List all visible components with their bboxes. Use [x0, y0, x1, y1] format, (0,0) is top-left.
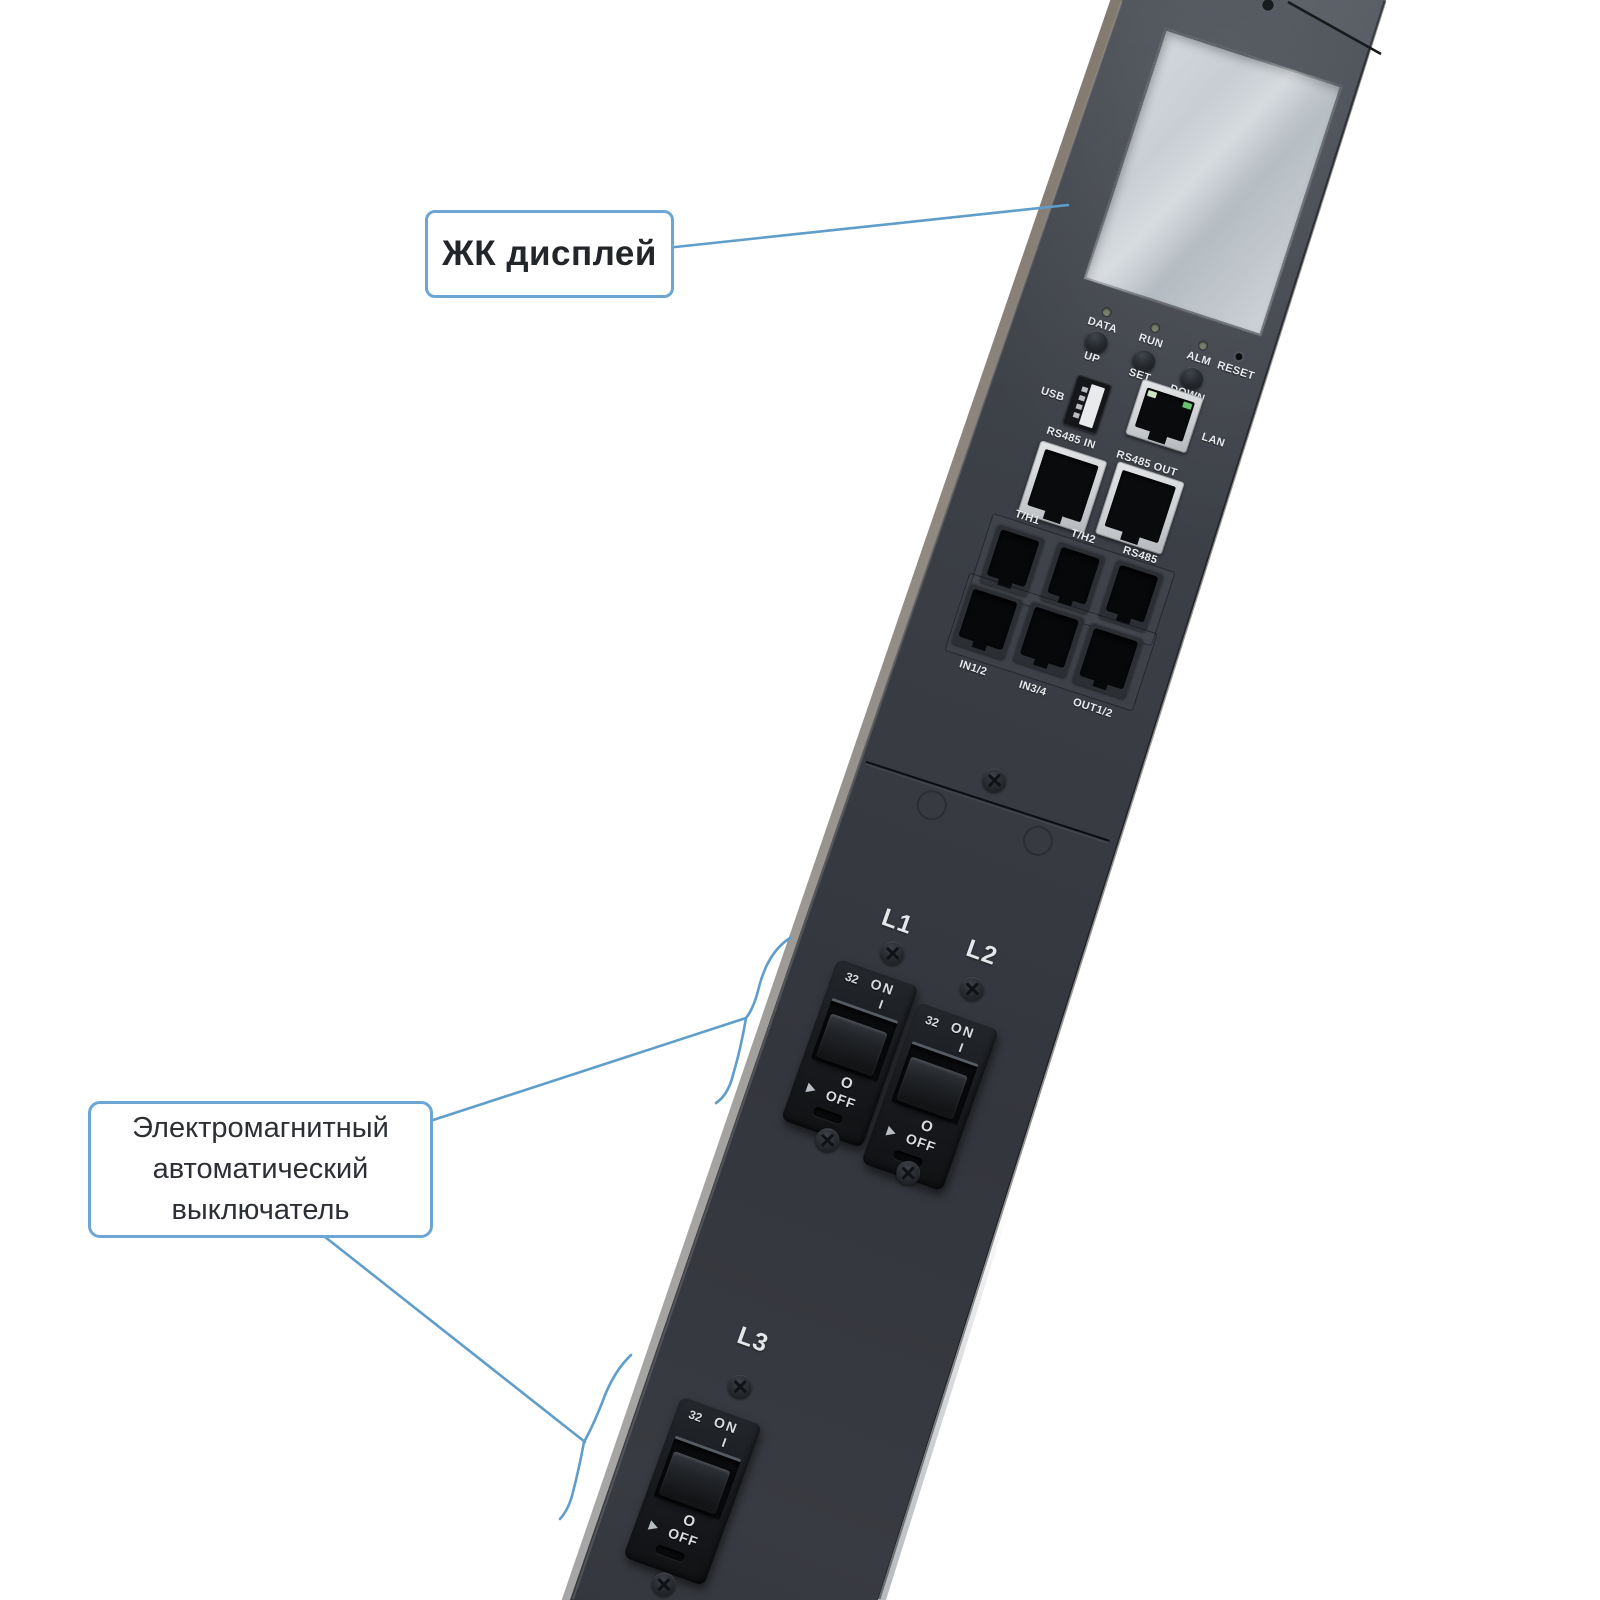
- breaker-slot: [653, 1435, 742, 1521]
- reset-label: RESET: [1215, 359, 1257, 383]
- callout-breaker-line3: выключатель: [171, 1194, 350, 1226]
- breaker-indicator-slot: [812, 1106, 844, 1125]
- chassis-dimple: [912, 786, 951, 825]
- breaker-lever: [895, 1056, 968, 1120]
- breaker-slot: [890, 1040, 979, 1126]
- chassis-dimple: [1019, 821, 1057, 860]
- leader-line-lcd: [664, 203, 1070, 250]
- callout-breaker-line1: Электромагнитный: [132, 1112, 389, 1144]
- off-pointer-icon: [885, 1125, 898, 1139]
- breaker-lever: [815, 1013, 888, 1077]
- off-pointer-icon: [647, 1520, 660, 1533]
- breaker-on-label: ON: [948, 1018, 978, 1042]
- breaker-on-symbol: I: [876, 996, 886, 1012]
- off-pointer-icon: [805, 1082, 818, 1096]
- callout-lcd-text: ЖК дисплей: [442, 234, 657, 273]
- breaker-off-label: OFF: [903, 1129, 939, 1156]
- breaker-on-label: ON: [868, 975, 898, 999]
- breaker-rating: 32: [686, 1407, 705, 1425]
- reset-hole: [1234, 352, 1244, 362]
- breaker-on-label: ON: [711, 1413, 741, 1437]
- lcd-screen: [1084, 28, 1343, 336]
- usb-port: [1062, 374, 1113, 435]
- breaker-lever: [658, 1450, 731, 1515]
- pdu-control-module: DATA RUN ALM RESET UP SET DOWN USB LAN: [848, 0, 1362, 896]
- data-led-icon: [1101, 307, 1112, 318]
- screw-icon: [957, 973, 988, 1005]
- run-led-icon: [1150, 322, 1161, 333]
- callout-breaker-line2: автоматический: [152, 1153, 369, 1185]
- circuit-breaker-l3: 32 ON I O OFF: [622, 1395, 763, 1587]
- breaker-slot: [810, 997, 899, 1083]
- breaker-off-label: OFF: [823, 1086, 859, 1113]
- breaker-rating: 32: [923, 1012, 941, 1031]
- breaker-rating: 32: [843, 969, 861, 987]
- screw-icon: [724, 1371, 756, 1403]
- leader-line-breaker-lower: [318, 1231, 587, 1444]
- lan-label: LAN: [1200, 430, 1227, 450]
- screw-icon: [979, 765, 1010, 796]
- alm-led-label: ALM: [1185, 349, 1213, 369]
- breaker-on-symbol: I: [956, 1039, 966, 1056]
- callout-lcd-display: ЖК дисплей: [425, 210, 674, 298]
- breaker-on-symbol: I: [719, 1434, 729, 1451]
- alm-led-icon: [1198, 340, 1209, 351]
- callout-circuit-breaker: Электромагнитный автоматический выключат…: [88, 1101, 433, 1238]
- breaker-indicator-slot: [654, 1543, 686, 1563]
- screw-icon: [877, 937, 908, 969]
- leader-line-breaker-upper: [425, 1016, 748, 1124]
- usb-label: USB: [1039, 384, 1067, 404]
- breaker-off-label: OFF: [665, 1524, 701, 1551]
